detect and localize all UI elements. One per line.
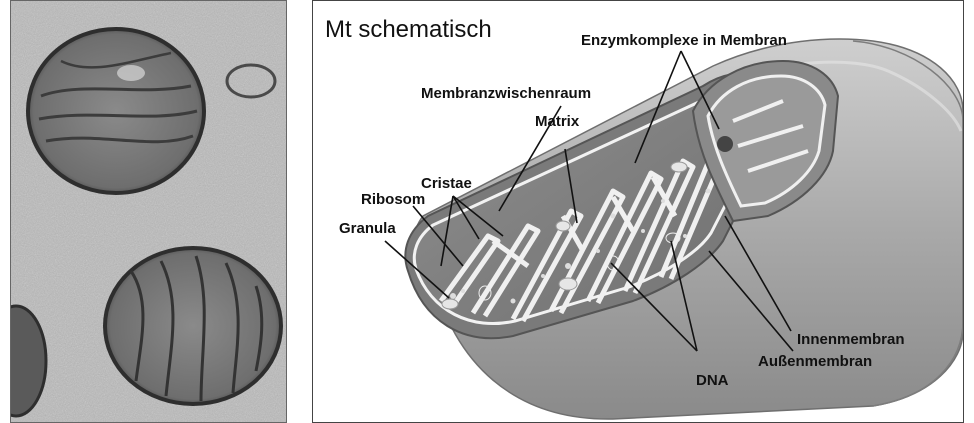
label-dna: DNA bbox=[696, 372, 729, 389]
label-inner-membrane: Innenmembran bbox=[797, 331, 905, 348]
label-intermembrane-space: Membranzwischenraum bbox=[421, 85, 591, 102]
label-enzyme-complexes: Enzymkomplexe in Membran bbox=[581, 32, 787, 49]
granule-dark bbox=[717, 136, 733, 152]
label-outer-membrane: Außenmembran bbox=[758, 353, 872, 370]
micrograph-image bbox=[11, 1, 287, 423]
label-granula: Granula bbox=[339, 220, 396, 237]
diagram-title: Mt schematisch bbox=[325, 16, 492, 43]
electron-micrograph bbox=[10, 0, 287, 423]
label-cristae: Cristae bbox=[421, 175, 472, 192]
mitochondrion-upper bbox=[28, 29, 204, 193]
label-matrix: Matrix bbox=[535, 113, 580, 130]
mitochondrion-diagram: Mt schematisch Enzymkomplexe in Membran … bbox=[313, 1, 964, 423]
mitochondrion-lower bbox=[105, 248, 281, 404]
schematic-panel: Mt schematisch Enzymkomplexe in Membran … bbox=[312, 0, 964, 423]
label-ribosome: Ribosom bbox=[361, 191, 425, 208]
